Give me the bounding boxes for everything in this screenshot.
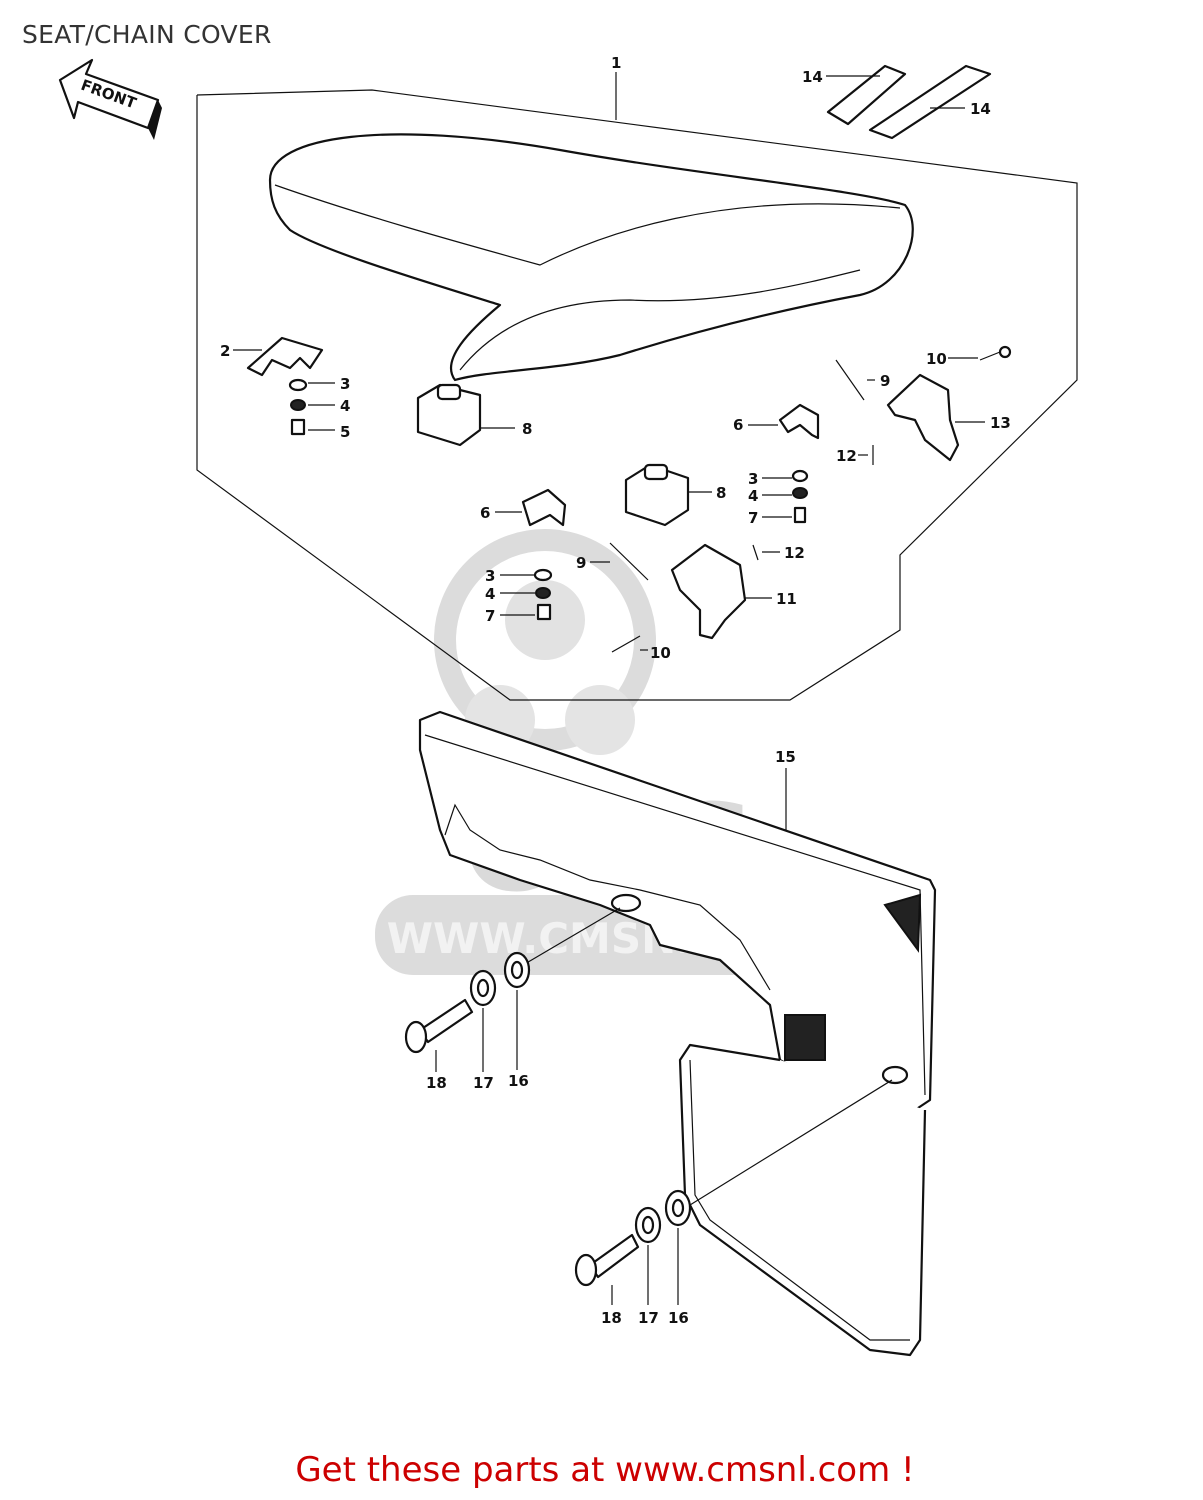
callout-3c: 3 <box>485 567 495 585</box>
seat-hinge-left <box>521 463 809 653</box>
callout-7b: 7 <box>485 607 495 625</box>
callout-10b: 10 <box>650 644 671 662</box>
callout-labels: 1 14 14 2 3 4 5 8 10 9 13 6 12 3 4 7 8 1… <box>220 54 1011 1327</box>
callout-7a: 7 <box>748 509 758 527</box>
seat-hinge-right <box>778 345 1012 465</box>
callout-6a: 6 <box>733 416 743 434</box>
callout-18a: 18 <box>426 1074 447 1092</box>
callout-12b: 12 <box>784 544 805 562</box>
front-arrow-icon: FRONT <box>58 58 162 140</box>
seat-assembly-outline <box>196 89 1078 701</box>
callout-9a: 9 <box>880 372 890 390</box>
footer-link[interactable]: Get these parts at www.cmsnl.com ! <box>295 1450 915 1490</box>
callout-15: 15 <box>775 748 796 766</box>
callout-16b: 16 <box>668 1309 689 1327</box>
callout-1: 1 <box>611 54 621 72</box>
callout-6b: 6 <box>480 504 490 522</box>
callout-14a: 14 <box>802 68 823 86</box>
callout-3b: 3 <box>748 470 758 488</box>
callout-4b: 4 <box>748 487 758 505</box>
callout-17b: 17 <box>638 1309 659 1327</box>
callout-8b: 8 <box>716 484 726 502</box>
callout-4c: 4 <box>485 585 495 603</box>
callout-13: 13 <box>990 414 1011 432</box>
callout-16a: 16 <box>508 1072 529 1090</box>
seat-strap <box>826 64 992 140</box>
seat-damper <box>416 383 482 447</box>
callout-14b: 14 <box>970 100 991 118</box>
callout-8a: 8 <box>522 420 532 438</box>
callout-12a: 12 <box>836 447 857 465</box>
callout-11: 11 <box>776 590 797 608</box>
chain-cover-bolt-upper <box>404 951 531 1054</box>
callout-17a: 17 <box>473 1074 494 1092</box>
seat-bracket <box>246 336 324 377</box>
seat <box>268 133 914 382</box>
callout-3a: 3 <box>340 375 350 393</box>
callout-4a: 4 <box>340 397 350 415</box>
callout-10a: 10 <box>926 350 947 368</box>
callout-18b: 18 <box>601 1309 622 1327</box>
callout-5: 5 <box>340 423 350 441</box>
page-title: SEAT/CHAIN COVER <box>22 20 272 49</box>
hardware-left <box>288 378 335 436</box>
callout-9b: 9 <box>576 554 586 572</box>
chain-cover-bolt-lower <box>574 1189 692 1287</box>
callout-2: 2 <box>220 342 230 360</box>
chain-cover <box>418 710 937 1357</box>
